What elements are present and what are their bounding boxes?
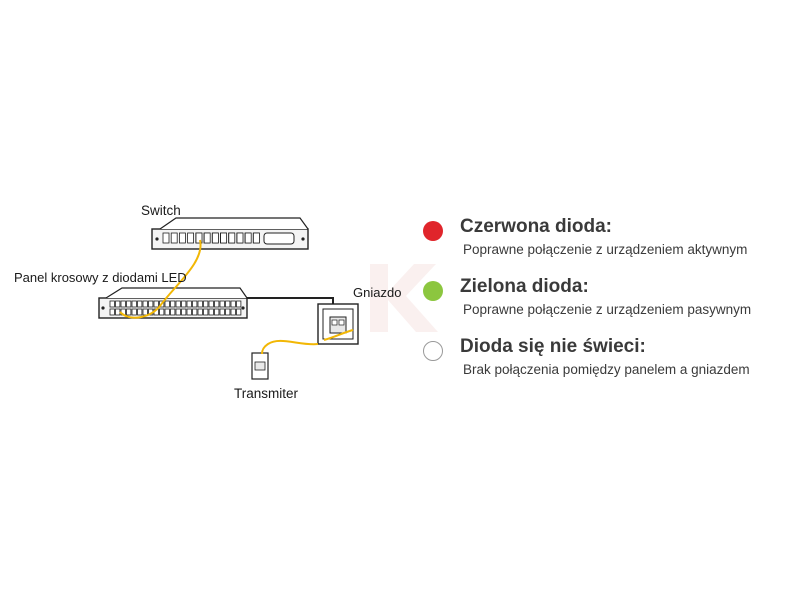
panel-port	[186, 300, 192, 308]
switch-port	[236, 232, 244, 244]
panel-port	[225, 300, 231, 308]
panel-port	[214, 308, 220, 316]
switch-port	[228, 232, 236, 244]
panel-port	[236, 308, 242, 316]
switch-port	[244, 232, 252, 244]
off-led-icon	[423, 341, 443, 361]
cable-socket-link	[323, 329, 354, 341]
panel-port	[219, 300, 225, 308]
panel-port	[131, 300, 137, 308]
panel-port	[115, 308, 121, 316]
panel-port	[131, 308, 137, 316]
panel-port	[230, 300, 236, 308]
panel-port	[192, 300, 198, 308]
panel-port	[219, 308, 225, 316]
red-led-icon	[423, 221, 443, 241]
switch-port	[170, 232, 178, 244]
panel-port	[109, 308, 115, 316]
legend-description: Poprawne połączenie z urządzeniem pasywn…	[463, 302, 752, 317]
panel-port	[181, 300, 187, 308]
panel-port	[203, 300, 209, 308]
legend-title: Zielona dioda:	[460, 276, 589, 297]
panel-port	[142, 308, 148, 316]
panel-port	[148, 300, 154, 308]
panel-port	[230, 308, 236, 316]
panel-port	[214, 300, 220, 308]
panel-port	[197, 300, 203, 308]
panel-port	[126, 308, 132, 316]
panel-port	[115, 300, 121, 308]
switch-label: Switch	[141, 203, 181, 218]
switch-port	[178, 232, 186, 244]
panel-port	[170, 308, 176, 316]
panel-port	[170, 300, 176, 308]
panel-port	[197, 308, 203, 316]
legend-title: Dioda się nie świeci:	[460, 336, 646, 357]
patch-panel-label: Panel krosowy z diodami LED	[14, 270, 187, 285]
cable-panel-to-socket	[247, 297, 334, 304]
wall-socket-device	[317, 303, 359, 345]
socket-label: Gniazdo	[353, 285, 402, 300]
panel-port	[225, 308, 231, 316]
patch-panel-device	[98, 287, 248, 319]
cables	[119, 239, 354, 355]
panel-port	[175, 300, 181, 308]
panel-port	[137, 308, 143, 316]
switch-port	[220, 232, 228, 244]
cable-socket-to-transmitter	[261, 339, 319, 355]
transmitter-label: Transmiter	[234, 386, 299, 401]
legend-description: Brak połączenia pomiędzy panelem a gniaz…	[463, 362, 750, 377]
switch-port	[211, 232, 219, 244]
panel-port	[109, 300, 115, 308]
legend-title: Czerwona dioda:	[460, 216, 613, 237]
switch-port	[252, 232, 260, 244]
panel-port	[192, 308, 198, 316]
switch-port	[162, 232, 170, 244]
panel-port	[159, 308, 165, 316]
panel-port	[164, 300, 170, 308]
transmitter-device	[251, 352, 269, 380]
panel-port	[236, 300, 242, 308]
panel-port	[142, 300, 148, 308]
switch-port	[195, 232, 203, 244]
panel-port	[186, 308, 192, 316]
switch-port	[187, 232, 195, 244]
watermark-logo	[370, 264, 438, 332]
green-led-icon	[423, 281, 443, 301]
panel-port	[137, 300, 143, 308]
panel-port	[208, 300, 214, 308]
switch-port	[203, 232, 211, 244]
panel-port	[181, 308, 187, 316]
panel-port	[175, 308, 181, 316]
panel-port	[153, 300, 159, 308]
panel-port	[164, 308, 170, 316]
panel-port	[208, 308, 214, 316]
switch-device	[151, 217, 309, 250]
panel-port	[126, 300, 132, 308]
cable-switch-to-panel	[119, 239, 202, 319]
panel-port	[120, 300, 126, 308]
panel-port	[203, 308, 209, 316]
legend-description: Poprawne połączenie z urządzeniem aktywn…	[463, 242, 748, 257]
